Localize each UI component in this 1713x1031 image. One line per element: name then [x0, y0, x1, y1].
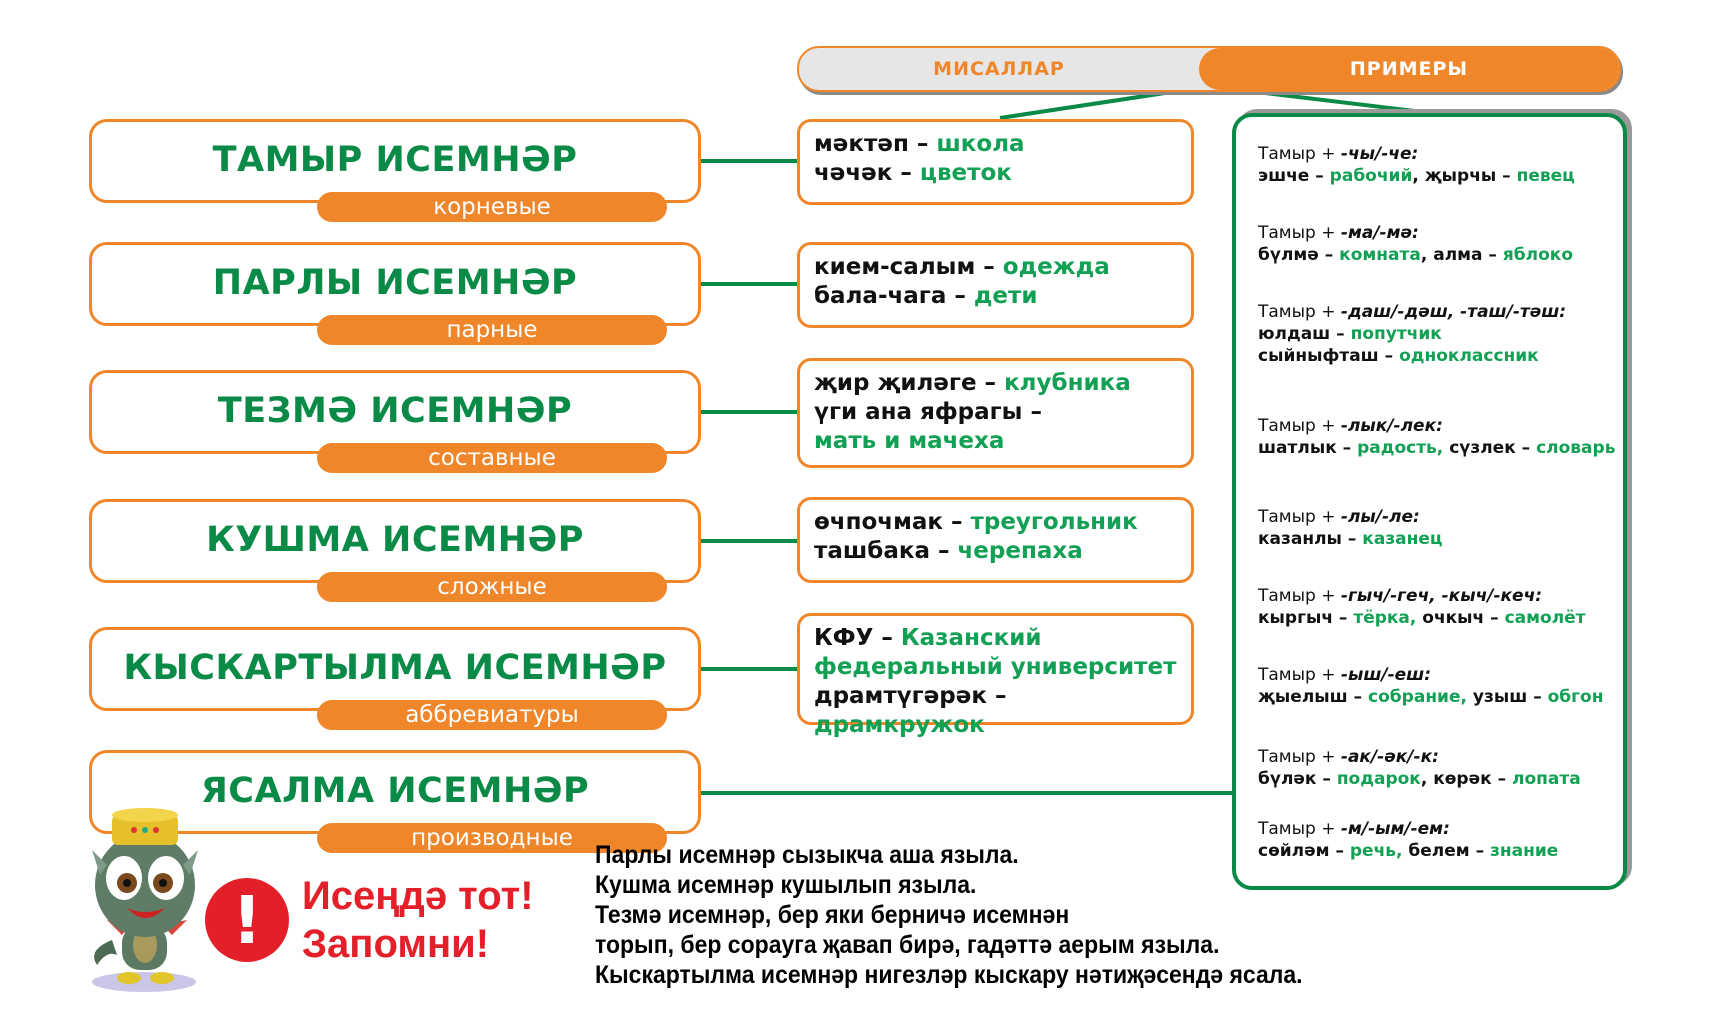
header-to-panel-connector: [1239, 88, 1441, 116]
note-line: Кыскартылма исемнәр нигезләр кыскару нәт…: [595, 961, 1303, 989]
category-abbreviation-nouns: КЫСКАРТЫЛМА ИСЕМНӘР аббревиатуры: [89, 627, 701, 730]
example-line: ташбака – черепаха: [814, 538, 1083, 564]
example-line: драмтүгәрәк – драмкружок: [814, 683, 1007, 738]
examples-root: мәктәп – школа чәчәк – цветок: [797, 119, 1194, 205]
rule-item: Тамыр + -ма/-мә: бүлмә – комната, алма –…: [1258, 223, 1573, 265]
rule-item: Тамыр + -ыш/-еш: җыелыш – собрание, узыш…: [1258, 665, 1604, 707]
example-line: чәчәк – цветок: [814, 160, 1012, 186]
reminder-text: Исеңдә тот! Запомни!: [302, 872, 534, 968]
exclamation-icon: !: [205, 878, 289, 962]
category-paired-nouns: ПАРЛЫ ИСЕМНӘР парные: [89, 242, 701, 345]
category-title: КУШМА ИСЕМНӘР: [206, 520, 584, 560]
rule-item: Тамыр + -лы/-ле: казанлы – казанец: [1258, 507, 1443, 549]
example-line: КФУ – Казанский: [814, 625, 1042, 651]
category-title: ТАМЫР ИСЕМНӘР: [212, 140, 578, 180]
reminder-tatar: Исеңдә тот!: [302, 874, 534, 918]
examples-compound: җир җиләге – клубника үги ана яфрагы – м…: [797, 358, 1194, 468]
rule-item: Тамыр + -ак/-әк/-к: бүләк – подарок, көр…: [1258, 747, 1581, 789]
example-line: мәктәп – школа: [814, 131, 1025, 157]
note-line: Тезмә исемнәр, бер яки берничә исемнән: [595, 901, 1070, 929]
example-line: федеральный университет: [814, 654, 1177, 680]
derivation-rules-panel: Тамыр + -чы/-че: эшче – рабочий, җырчы –…: [1232, 113, 1627, 890]
category-derived-nouns: ЯСАЛМА ИСЕМНӘР производные: [89, 750, 701, 853]
category-subtitle: корневые: [317, 192, 667, 222]
examples-header: МИСАЛЛАР ПРИМЕРЫ: [797, 46, 1621, 92]
example-line: кием-салым – одежда: [814, 254, 1110, 280]
category-title: ТЕЗМӘ ИСЕМНӘР: [217, 391, 573, 431]
note-line: Парлы исемнәр сызыкча аша языла.: [595, 841, 1019, 869]
note-line: Кушма исемнәр кушылып языла.: [595, 871, 977, 899]
category-complex-nouns: КУШМА ИСЕМНӘР сложные: [89, 499, 701, 602]
category-subtitle: парные: [317, 315, 667, 345]
example-line: өчпочмак – треугольник: [814, 509, 1138, 535]
category-subtitle: производные: [317, 823, 667, 853]
example-line: үги ана яфрагы –: [814, 399, 1042, 425]
dragon-mascot-icon: [92, 808, 198, 992]
examples-complex: өчпочмак – треугольник ташбака – черепах…: [797, 497, 1194, 583]
example-line: мать и мачеха: [814, 428, 1005, 454]
category-title: ПАРЛЫ ИСЕМНӘР: [212, 263, 578, 303]
spelling-notes: Парлы исемнәр сызыкча аша языла. Кушма и…: [595, 840, 1303, 990]
example-line: җир җиләге – клубника: [814, 370, 1131, 396]
category-compound-nouns: ТЕЗМӘ ИСЕМНӘР составные: [89, 370, 701, 473]
header-russian-label: ПРИМЕРЫ: [1199, 48, 1619, 90]
category-subtitle: сложные: [317, 572, 667, 602]
reminder-russian: Запомни!: [302, 922, 490, 966]
rule-item: Тамыр + -гыч/-геч, -кыч/-кеч: кыргыч – т…: [1258, 586, 1586, 628]
example-line: бала-чага – дети: [814, 283, 1038, 309]
header-tatar-label: МИСАЛЛАР: [933, 58, 1065, 80]
header-to-examples-connector: [999, 88, 1186, 120]
rule-item: Тамыр + -чы/-че: эшче – рабочий, җырчы –…: [1258, 144, 1575, 186]
category-title: КЫСКАРТЫЛМА ИСЕМНӘР: [123, 648, 667, 688]
rule-item: Тамыр + -м/-ым/-ем: сөйләм – речь, белем…: [1258, 819, 1559, 861]
category-title: ЯСАЛМА ИСЕМНӘР: [200, 771, 590, 811]
examples-paired: кием-салым – одежда бала-чага – дети: [797, 242, 1194, 328]
category-subtitle: аббревиатуры: [317, 700, 667, 730]
rule-item: Тамыр + -даш/-дәш, -таш/-тәш: юлдаш – по…: [1258, 302, 1567, 366]
rule-item: Тамыр + -лык/-лек: шатлык – радость, сүз…: [1258, 416, 1616, 458]
examples-abbreviation: КФУ – Казанский федеральный университет …: [797, 613, 1194, 738]
category-subtitle: составные: [317, 443, 667, 473]
category-root-nouns: ТАМЫР ИСЕМНӘР корневые: [89, 119, 701, 222]
note-line: торып, бер сорауга җавап бирә, гадәттә а…: [595, 931, 1220, 959]
